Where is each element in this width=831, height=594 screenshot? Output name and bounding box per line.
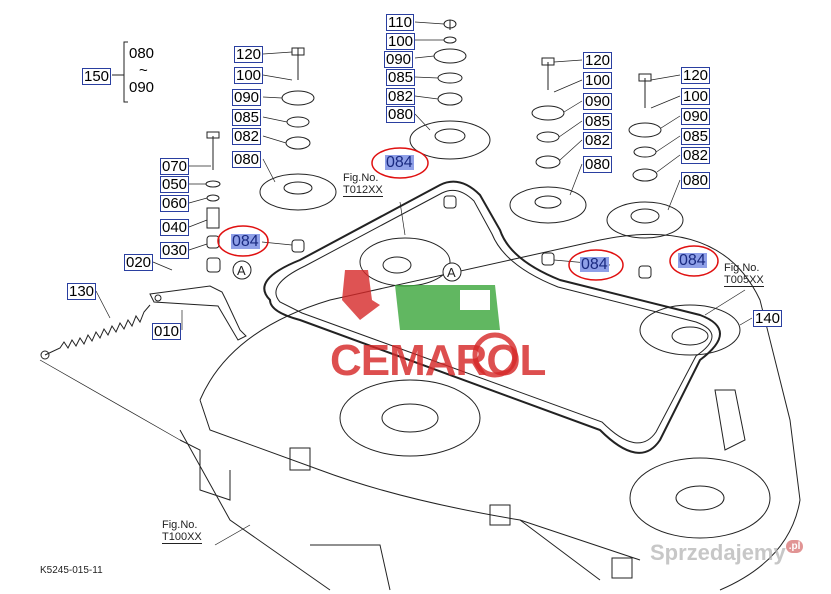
cemarol-logo-graphic [342, 270, 518, 378]
highlighted-label-h084c: 084 [580, 256, 609, 273]
part-label-l110: 110 [386, 14, 414, 31]
fig-ref-t005: Fig.No. T005XX [724, 262, 764, 287]
part-label-l070: 070 [160, 158, 190, 175]
deck-outline [199, 233, 801, 591]
part-label-l100d: 100 [681, 88, 711, 105]
part-label-l060: 060 [160, 195, 190, 212]
part-label-l040: 040 [160, 219, 190, 236]
callout-a-center-text: A [447, 265, 456, 280]
drawing-code: K5245-015-11 [40, 565, 103, 576]
watermark: Sprzedajemy.pl [650, 540, 804, 566]
pulley-080-mid-right [509, 186, 587, 224]
part-label-l082a: 082 [386, 88, 416, 105]
range-from-label: 080 [129, 45, 155, 62]
part-label-l090a: 090 [384, 51, 414, 68]
part-label-l085a: 085 [386, 69, 416, 86]
deck-lower-edge [179, 429, 601, 591]
callout-a-center [442, 262, 462, 282]
part-label-l082c: 082 [583, 132, 613, 149]
tension-arm [149, 285, 247, 341]
part-label-l100c: 100 [583, 72, 613, 89]
highlight-ring-084-right [669, 245, 719, 277]
part-label-l130: 130 [67, 283, 97, 300]
part-label-l080c: 080 [583, 156, 613, 173]
part-label-l090c: 090 [583, 93, 613, 110]
logo-text: CEMAROL [330, 336, 546, 385]
part-label-l085d: 085 [681, 128, 711, 145]
part-label-l120d: 120 [681, 67, 711, 84]
part-label-l120a: 120 [234, 46, 264, 63]
range-tilde: ~ [139, 62, 148, 79]
part-label-l080b: 080 [232, 151, 262, 168]
part-label-l010: 010 [152, 323, 182, 340]
pulley-080-center [409, 120, 491, 160]
highlight-ring-084-center [371, 147, 429, 179]
pulley-080-left [259, 173, 337, 211]
part-label-l140: 140 [753, 310, 783, 327]
callout-a-left-text: A [237, 263, 246, 278]
part-label-l085b: 085 [232, 109, 262, 126]
part-label-l090d: 090 [681, 108, 711, 125]
part-label-l082b: 082 [232, 128, 262, 145]
pulley-080-right [606, 201, 684, 239]
part-label-l030: 030 [160, 242, 190, 259]
center-spindle-floor [359, 237, 451, 287]
part-label-l100b: 100 [234, 67, 264, 84]
part-label-l090b: 090 [232, 89, 262, 106]
part-label-l085c: 085 [583, 113, 613, 130]
tension-spring [44, 304, 151, 356]
callout-a-left [232, 260, 252, 280]
part-label-l100a: 100 [386, 33, 416, 50]
range-to-label: 090 [129, 79, 155, 96]
highlighted-label-h084b: 084 [231, 233, 260, 250]
blade-spindle-right-floor [629, 457, 771, 539]
range-bracket [123, 41, 128, 103]
highlighted-label-h084d: 084 [678, 252, 707, 269]
drive-belt [263, 180, 721, 454]
part-label-l080a: 080 [386, 106, 416, 123]
fig-ref-t100: Fig.No. T100XX [162, 519, 202, 544]
blade-spindle-left-floor [339, 379, 481, 457]
part-label-l120c: 120 [583, 52, 613, 69]
part-label-l080d: 080 [681, 172, 711, 189]
part-label-l020: 020 [124, 254, 154, 271]
highlighted-label-h084a: 084 [385, 154, 414, 171]
highlight-ring-084-left [217, 225, 269, 257]
right-spindle-pulley [639, 304, 741, 356]
highlight-ring-084-midright [568, 249, 624, 281]
fig-ref-t012: Fig.No. T012XX [343, 172, 383, 197]
part-label-l050: 050 [160, 176, 190, 193]
part-label-l150: 150 [82, 68, 112, 85]
part-label-l082d: 082 [681, 147, 711, 164]
